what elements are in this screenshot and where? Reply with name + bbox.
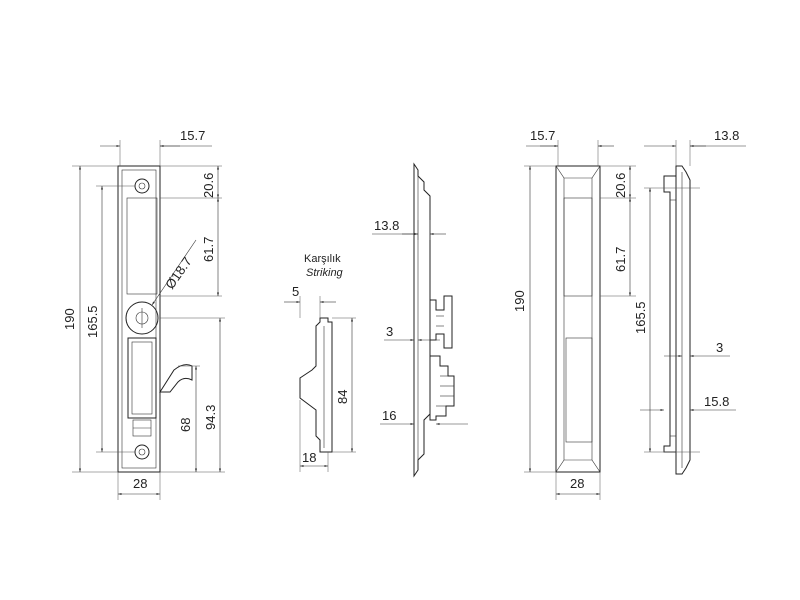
- front-bottom-screw: [134, 444, 150, 460]
- side-lower-mechanism: [429, 355, 455, 421]
- striking-label-en: Striking: [306, 267, 344, 279]
- striking-dim-height: 84: [335, 390, 350, 404]
- front-upper-slot: [126, 197, 158, 295]
- rear-lower-slot: [565, 337, 593, 443]
- side-dim-bottom-depth: 16: [382, 408, 396, 423]
- front-top-screw: [134, 178, 150, 194]
- front-dim-slot-length: 61.7: [201, 237, 216, 262]
- striking-dim-width: 18: [302, 450, 316, 465]
- rear-dim-top-offset: 20.6: [613, 173, 628, 198]
- side-dim-top-depth: 13.8: [374, 218, 399, 233]
- rear-dim-bottom-width: 28: [570, 476, 584, 491]
- front-dim-cylinder-diameter: Ø18.7: [162, 254, 195, 292]
- front-dim-bottom-width: 28: [133, 476, 147, 491]
- front-mechanism: [127, 337, 157, 419]
- rear-side-view: 13.8 165.5 3 15.8: [633, 128, 746, 475]
- striking-plate: [299, 317, 333, 453]
- rear-dim-total-height: 190: [512, 290, 527, 312]
- front-view: 15.7 190 165.5 20.6 61.7 Ø18.7 68 94.3: [62, 128, 225, 500]
- rear-dim-top-width: 15.7: [530, 128, 555, 143]
- rear-side-faceplate: [675, 165, 691, 475]
- rear-side-mount: [663, 175, 676, 453]
- front-dim-hook-height: 68: [178, 418, 193, 432]
- front-lock-body: [117, 165, 161, 473]
- front-dim-total-height: 190: [62, 308, 77, 330]
- front-dim-top-offset: 20.6: [201, 173, 216, 198]
- front-hook: [159, 364, 193, 393]
- striking-view: Karşılık Striking 5 84 18: [284, 253, 356, 472]
- rear-side-dim-top-depth: 13.8: [714, 128, 739, 143]
- rear-dim-slot-length: 61.7: [613, 247, 628, 272]
- rear-lock-body: [555, 165, 601, 473]
- front-dim-top-width: 15.7: [180, 128, 205, 143]
- side-dim-mid-depth: 3: [386, 324, 393, 339]
- side-faceplate: [413, 162, 431, 478]
- front-dim-hook-base: 94.3: [203, 405, 218, 430]
- rear-side-dim-mid-depth: 3: [716, 340, 723, 355]
- front-dim-hole-span: 165.5: [85, 305, 100, 338]
- rear-side-dim-hole-span: 165.5: [633, 301, 648, 334]
- side-view: 13.8 3 16: [372, 162, 468, 478]
- striking-label-tr: Karşılık: [304, 253, 341, 265]
- striking-dim-depth: 5: [292, 284, 299, 299]
- rear-view: 15.7 190 20.6 61.7 28: [512, 128, 636, 500]
- rear-upper-slot: [563, 197, 593, 297]
- front-cylinder: [125, 301, 159, 335]
- rear-side-dim-lower-depth: 15.8: [704, 394, 729, 409]
